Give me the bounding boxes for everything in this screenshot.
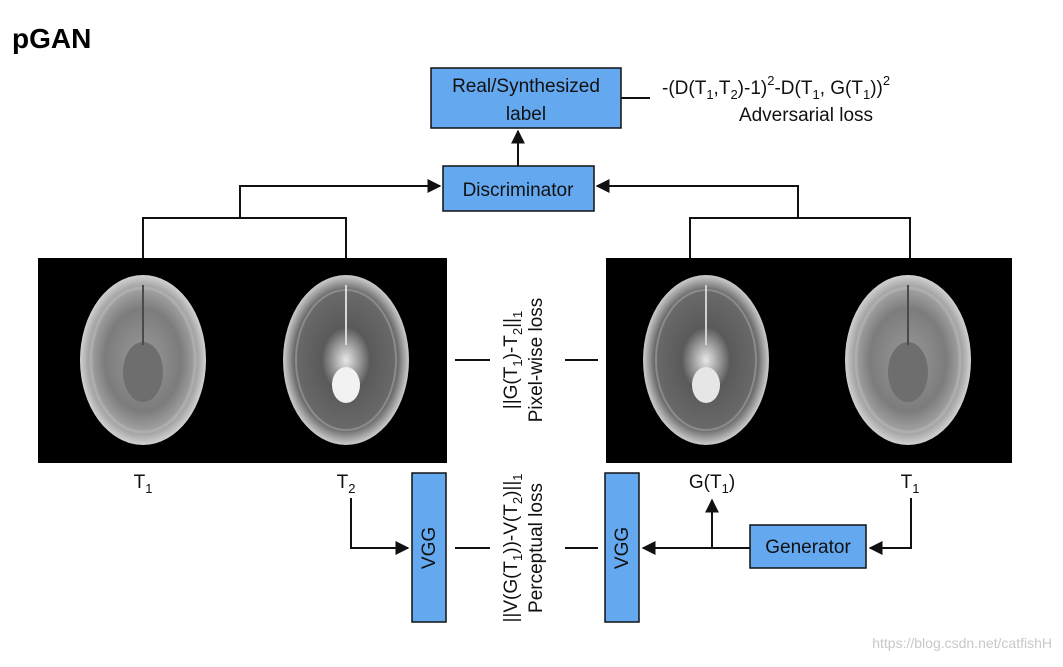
right-image-panel xyxy=(606,258,1012,463)
label-box-line2: label xyxy=(506,104,546,125)
right-to-disc-arrow xyxy=(595,179,799,218)
perceptual-loss-formula: ||V(G(T1))-V(T2)||1 xyxy=(501,473,525,622)
label-t2-left: T2 xyxy=(337,472,356,496)
brain-generated-image xyxy=(643,275,769,445)
right-pair-bracket xyxy=(689,217,911,258)
vgg-left-label: VGG xyxy=(419,527,440,569)
perceptual-loss-label: Perceptual loss xyxy=(526,483,547,613)
brain-t1-left-image xyxy=(80,275,206,445)
label-box-line1: Real/Synthesized xyxy=(452,76,600,97)
brain-t2-left-image xyxy=(283,275,409,445)
adversarial-formula: -(D(T1,T2)-1)2-D(T1, G(T1))2 xyxy=(662,73,890,102)
vgg-left-box: VGG xyxy=(411,472,447,623)
label-t1-left: T1 xyxy=(134,472,153,496)
adversarial-loss-label: Adversarial loss xyxy=(739,105,873,126)
real-synthesized-label-box: Real/Synthesized label xyxy=(430,67,622,129)
perceptual-loss-text-group: ||V(G(T1))-V(T2)||1 Perceptual loss xyxy=(501,473,547,622)
left-to-disc-arrow xyxy=(239,179,442,218)
vgg-right-label: VGG xyxy=(612,527,633,569)
generator-label: Generator xyxy=(765,537,851,558)
page-title: pGAN xyxy=(12,23,91,54)
pixel-loss-text-group: ||G(T1)-T2||1 Pixel-wise loss xyxy=(501,298,547,423)
t2-to-vgg-arrow xyxy=(350,498,410,555)
vgg-right-box: VGG xyxy=(604,472,640,623)
pixel-loss-formula: ||G(T1)-T2||1 xyxy=(501,311,525,409)
discriminator-label: Discriminator xyxy=(463,180,575,201)
t1-to-generator-arrow xyxy=(868,498,912,555)
label-g-t1: G(T1) xyxy=(689,472,735,496)
brain-t1-right-image xyxy=(845,275,971,445)
label-t1-right: T1 xyxy=(901,472,920,496)
watermark: https://blog.csdn.net/catfishH xyxy=(872,635,1052,651)
pixel-loss-label: Pixel-wise loss xyxy=(526,298,547,423)
generator-box: Generator xyxy=(749,524,867,569)
discriminator-box: Discriminator xyxy=(442,165,595,212)
left-pair-bracket xyxy=(142,217,347,258)
left-image-panel xyxy=(38,258,447,463)
